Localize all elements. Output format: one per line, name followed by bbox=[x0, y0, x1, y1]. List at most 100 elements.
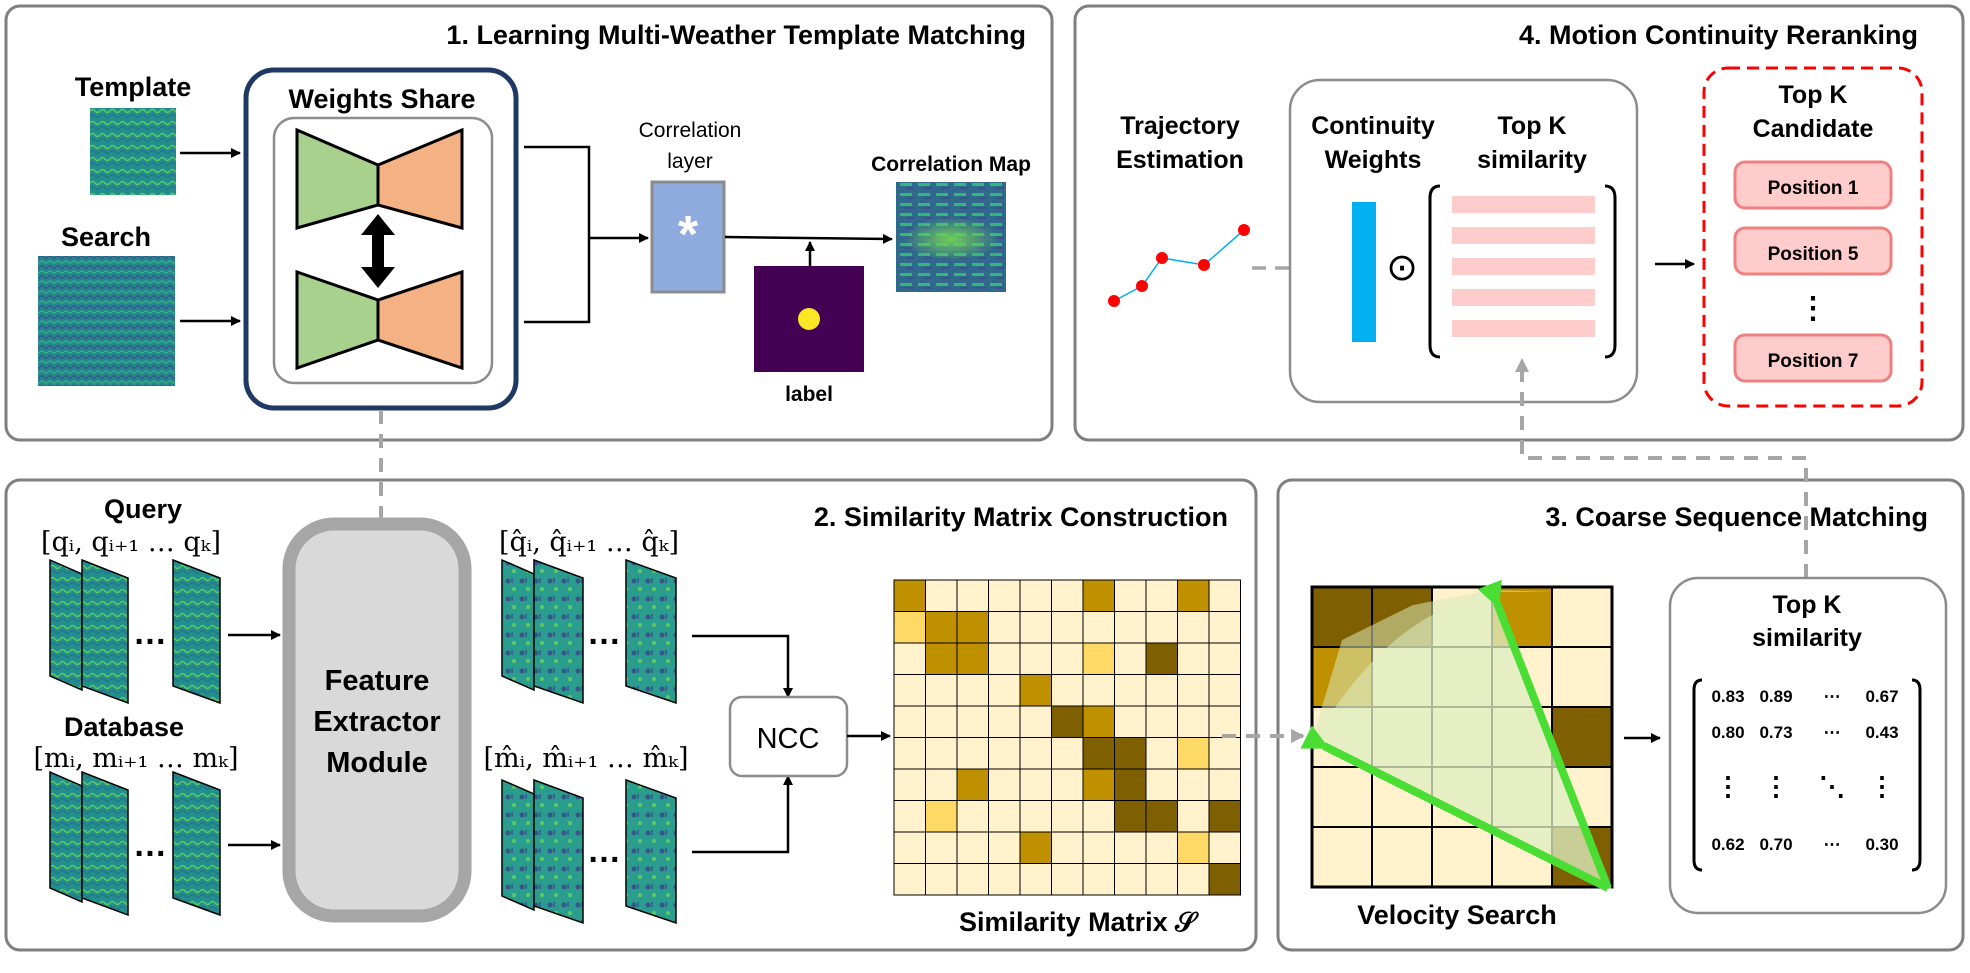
database-sequence: [mᵢ, mᵢ₊₁ … mₖ] bbox=[34, 743, 239, 774]
similarity-cell bbox=[893, 611, 926, 644]
similarity-cell bbox=[1051, 768, 1084, 801]
similarity-cell bbox=[925, 705, 958, 738]
similarity-cell bbox=[1082, 768, 1115, 801]
similarity-cell bbox=[956, 674, 989, 707]
position-chip-label: Position 5 bbox=[1768, 244, 1859, 265]
similarity-cell bbox=[1114, 579, 1147, 612]
topk-value: ⋮ bbox=[1869, 771, 1895, 801]
weights-share-label: Weights Share bbox=[288, 84, 475, 114]
topk-value: 0.67 bbox=[1865, 687, 1898, 706]
similarity-cell bbox=[1019, 611, 1052, 644]
similarity-cell bbox=[1208, 800, 1241, 833]
topk-sim-label-2: similarity bbox=[1477, 146, 1587, 174]
continuity-weights-label-1: Continuity bbox=[1311, 112, 1435, 140]
query-frames bbox=[49, 558, 221, 705]
similarity-cell bbox=[1082, 705, 1115, 738]
similarity-cell bbox=[1145, 737, 1178, 770]
similarity-cell bbox=[988, 831, 1021, 864]
decoder-top bbox=[376, 127, 464, 230]
panel-1-title: 1. Learning Multi-Weather Template Match… bbox=[446, 20, 1026, 50]
mhat-frames bbox=[501, 778, 677, 925]
similarity-cell bbox=[1114, 768, 1147, 801]
correlation-map-glow bbox=[903, 215, 999, 259]
similarity-cell bbox=[1208, 863, 1241, 896]
similarity-cell bbox=[1051, 831, 1084, 864]
qhat-to-ncc bbox=[692, 634, 793, 698]
fem-label-2: Extractor bbox=[313, 706, 440, 738]
similarity-cell bbox=[1082, 831, 1115, 864]
similarity-cell bbox=[1208, 642, 1241, 675]
similarity-cell bbox=[1019, 642, 1052, 675]
database-label: Database bbox=[64, 712, 184, 742]
similarity-cell bbox=[988, 674, 1021, 707]
correlation-layer-box bbox=[650, 180, 726, 294]
similarity-cell bbox=[1145, 674, 1178, 707]
similarity-cell bbox=[988, 705, 1021, 738]
database-frames bbox=[49, 770, 221, 917]
qhat-frames bbox=[501, 558, 677, 705]
similarity-cell bbox=[893, 737, 926, 770]
trajectory-point bbox=[1136, 280, 1148, 292]
similarity-cell bbox=[1114, 674, 1147, 707]
similarity-cell bbox=[1114, 800, 1147, 833]
trajectory-label-2: Estimation bbox=[1116, 146, 1244, 174]
similarity-cell bbox=[893, 831, 926, 864]
similarity-cell bbox=[1208, 831, 1241, 864]
similarity-cell bbox=[1051, 737, 1084, 770]
hadamard-symbol: ⊙ bbox=[1386, 247, 1418, 289]
similarity-cell bbox=[925, 642, 958, 675]
similarity-cell bbox=[925, 831, 958, 864]
velocity-cell bbox=[1551, 646, 1613, 708]
similarity-cell bbox=[925, 768, 958, 801]
similarity-cell bbox=[1051, 800, 1084, 833]
topk-value: 0.30 bbox=[1865, 835, 1898, 854]
template-image bbox=[90, 108, 176, 195]
similarity-cell bbox=[988, 737, 1021, 770]
topk-sim-title-1: Top K bbox=[1773, 591, 1842, 619]
similarity-cell bbox=[1177, 705, 1210, 738]
similarity-cell bbox=[1082, 674, 1115, 707]
similarity-cell bbox=[956, 863, 989, 896]
similarity-cell bbox=[956, 642, 989, 675]
similarity-cell bbox=[1019, 831, 1052, 864]
similarity-cell bbox=[1051, 705, 1084, 738]
topk-sim-label-1: Top K bbox=[1498, 112, 1567, 140]
panel-2-title: 2. Similarity Matrix Construction bbox=[814, 502, 1228, 532]
database-ellipsis: … bbox=[133, 826, 167, 864]
trajectory-point bbox=[1238, 224, 1250, 236]
trajectory-point bbox=[1156, 252, 1168, 264]
topk-value: 0.43 bbox=[1865, 723, 1898, 742]
similarity-cell bbox=[1177, 831, 1210, 864]
similarity-cell bbox=[956, 768, 989, 801]
panel-3-title: 3. Coarse Sequence Matching bbox=[1545, 502, 1928, 532]
similarity-cell bbox=[956, 800, 989, 833]
velocity-search-label: Velocity Search bbox=[1357, 900, 1557, 930]
qhat-ellipsis: … bbox=[587, 614, 621, 652]
similarity-cell bbox=[1177, 579, 1210, 612]
similarity-cell bbox=[1019, 579, 1052, 612]
decoder-bottom bbox=[376, 269, 464, 371]
mhat-sequence: [m̂ᵢ, m̂ᵢ₊₁ … m̂ₖ] bbox=[484, 743, 689, 774]
topk-value: 0.83 bbox=[1711, 687, 1744, 706]
similarity-cell bbox=[1208, 674, 1241, 707]
velocity-arrow-fast bbox=[1477, 579, 1612, 890]
template-label: Template bbox=[75, 72, 192, 102]
similarity-cell bbox=[988, 863, 1021, 896]
topk-value: 0.89 bbox=[1759, 687, 1792, 706]
similarity-cell bbox=[1114, 831, 1147, 864]
similarity-cell bbox=[925, 611, 958, 644]
continuity-weights-label-2: Weights bbox=[1325, 146, 1422, 174]
topk-value: ⋯ bbox=[1824, 835, 1841, 854]
velocity-cell bbox=[1551, 586, 1613, 648]
similarity-cell bbox=[925, 579, 958, 612]
query-label: Query bbox=[104, 494, 182, 524]
similarity-cell bbox=[1082, 737, 1115, 770]
velocity-arrow-slow bbox=[1300, 725, 1610, 892]
topk-value: ⋯ bbox=[1824, 687, 1841, 706]
similarity-cell bbox=[1177, 768, 1210, 801]
similarity-cell bbox=[1114, 737, 1147, 770]
similarity-cell bbox=[1082, 800, 1115, 833]
similarity-cell bbox=[925, 800, 958, 833]
topk-value: ⋱ bbox=[1819, 771, 1845, 801]
